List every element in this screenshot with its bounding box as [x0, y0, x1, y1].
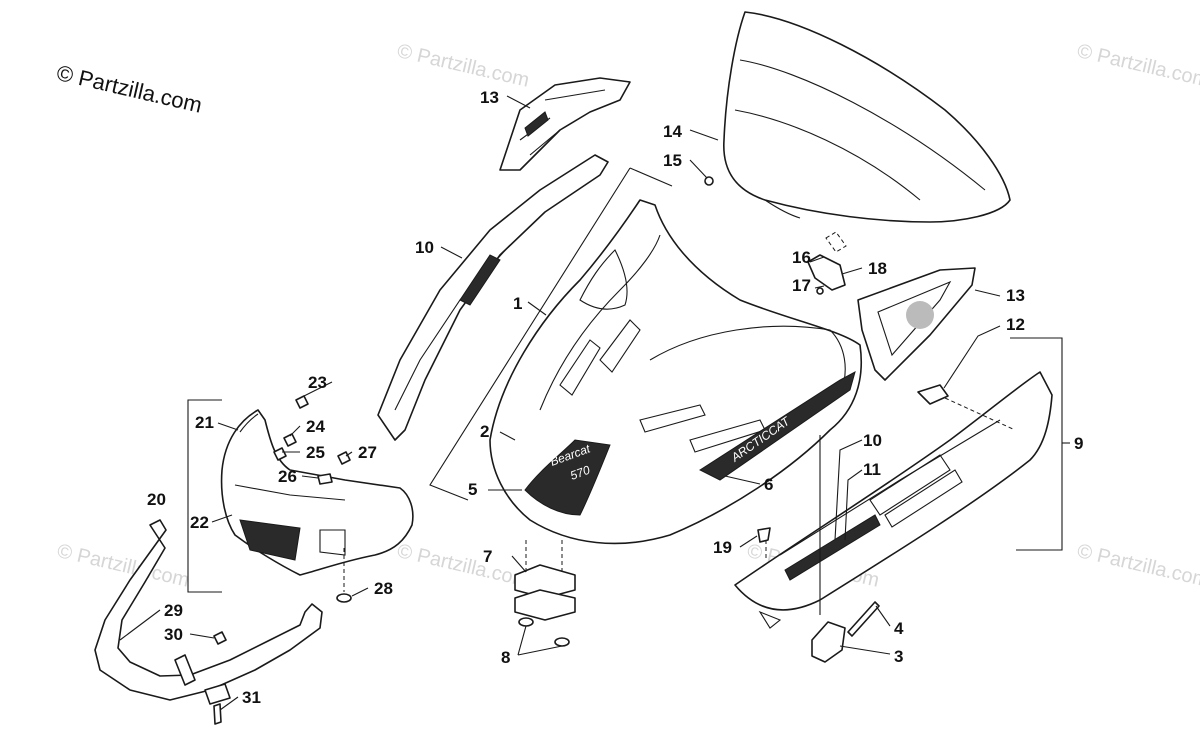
callout-13: 13 [1006, 286, 1025, 305]
callout-15: 15 [663, 151, 682, 170]
callout-22: 22 [190, 513, 209, 532]
top-intake-grille-part [499, 77, 631, 171]
assembly-bracket-20 [187, 399, 222, 593]
windshield-part [723, 11, 1011, 223]
washer-8 [518, 617, 534, 627]
callout-2: 2 [480, 422, 489, 441]
assembly-bracket-1 [429, 167, 673, 501]
assembly-bracket-9 [1010, 337, 1063, 551]
bracket-3-part [811, 601, 880, 663]
callout-17: 17 [792, 276, 811, 295]
callout-10: 10 [415, 238, 434, 257]
callout-12: 12 [1006, 315, 1025, 334]
callout-23: 23 [308, 373, 327, 392]
callout-19: 19 [713, 538, 732, 557]
callout-25: 25 [306, 443, 325, 462]
callout-30: 30 [164, 625, 183, 644]
callout-13: 13 [480, 88, 499, 107]
callout-5: 5 [468, 480, 477, 499]
left-trim-strip [377, 154, 609, 441]
callout-29: 29 [164, 601, 183, 620]
callout-16: 16 [792, 248, 811, 267]
callout-4: 4 [894, 619, 904, 638]
callout-3: 3 [894, 647, 903, 666]
windshield-screw [704, 176, 714, 186]
callout-6: 6 [764, 475, 773, 494]
callout-9: 9 [1074, 434, 1083, 453]
clip-part [917, 384, 949, 405]
windshield-bracket [807, 231, 847, 295]
front-bumper-part [94, 519, 323, 705]
clip-19-part [757, 527, 771, 543]
callout-8: 8 [501, 648, 510, 667]
callout-10: 10 [863, 431, 882, 450]
callout-7: 7 [483, 547, 492, 566]
fasteners [213, 395, 352, 725]
callout-14: 14 [663, 122, 682, 141]
hood-logo-line2: 570 [568, 463, 592, 483]
leader-lines [119, 95, 1070, 711]
callout-31: 31 [242, 688, 261, 707]
mount-brackets-7 [514, 564, 576, 621]
callout-27: 27 [358, 443, 377, 462]
callout-11: 11 [863, 460, 881, 479]
callout-24: 24 [306, 417, 325, 436]
main-hood-part: Bearcat 570 ARCTICCAT [489, 199, 862, 545]
callout-20: 20 [147, 490, 166, 509]
callout-28: 28 [374, 579, 393, 598]
nose-cone-part [220, 409, 414, 576]
right-side-grille-part [857, 267, 976, 381]
callout-26: 26 [278, 467, 297, 486]
callouts: 13 14 15 10 1 2 5 6 7 8 16 17 18 13 12 9… [147, 88, 1083, 707]
callout-18: 18 [868, 259, 887, 278]
callout-1: 1 [513, 294, 522, 313]
callout-21: 21 [195, 413, 214, 432]
washer-8 [554, 637, 570, 647]
